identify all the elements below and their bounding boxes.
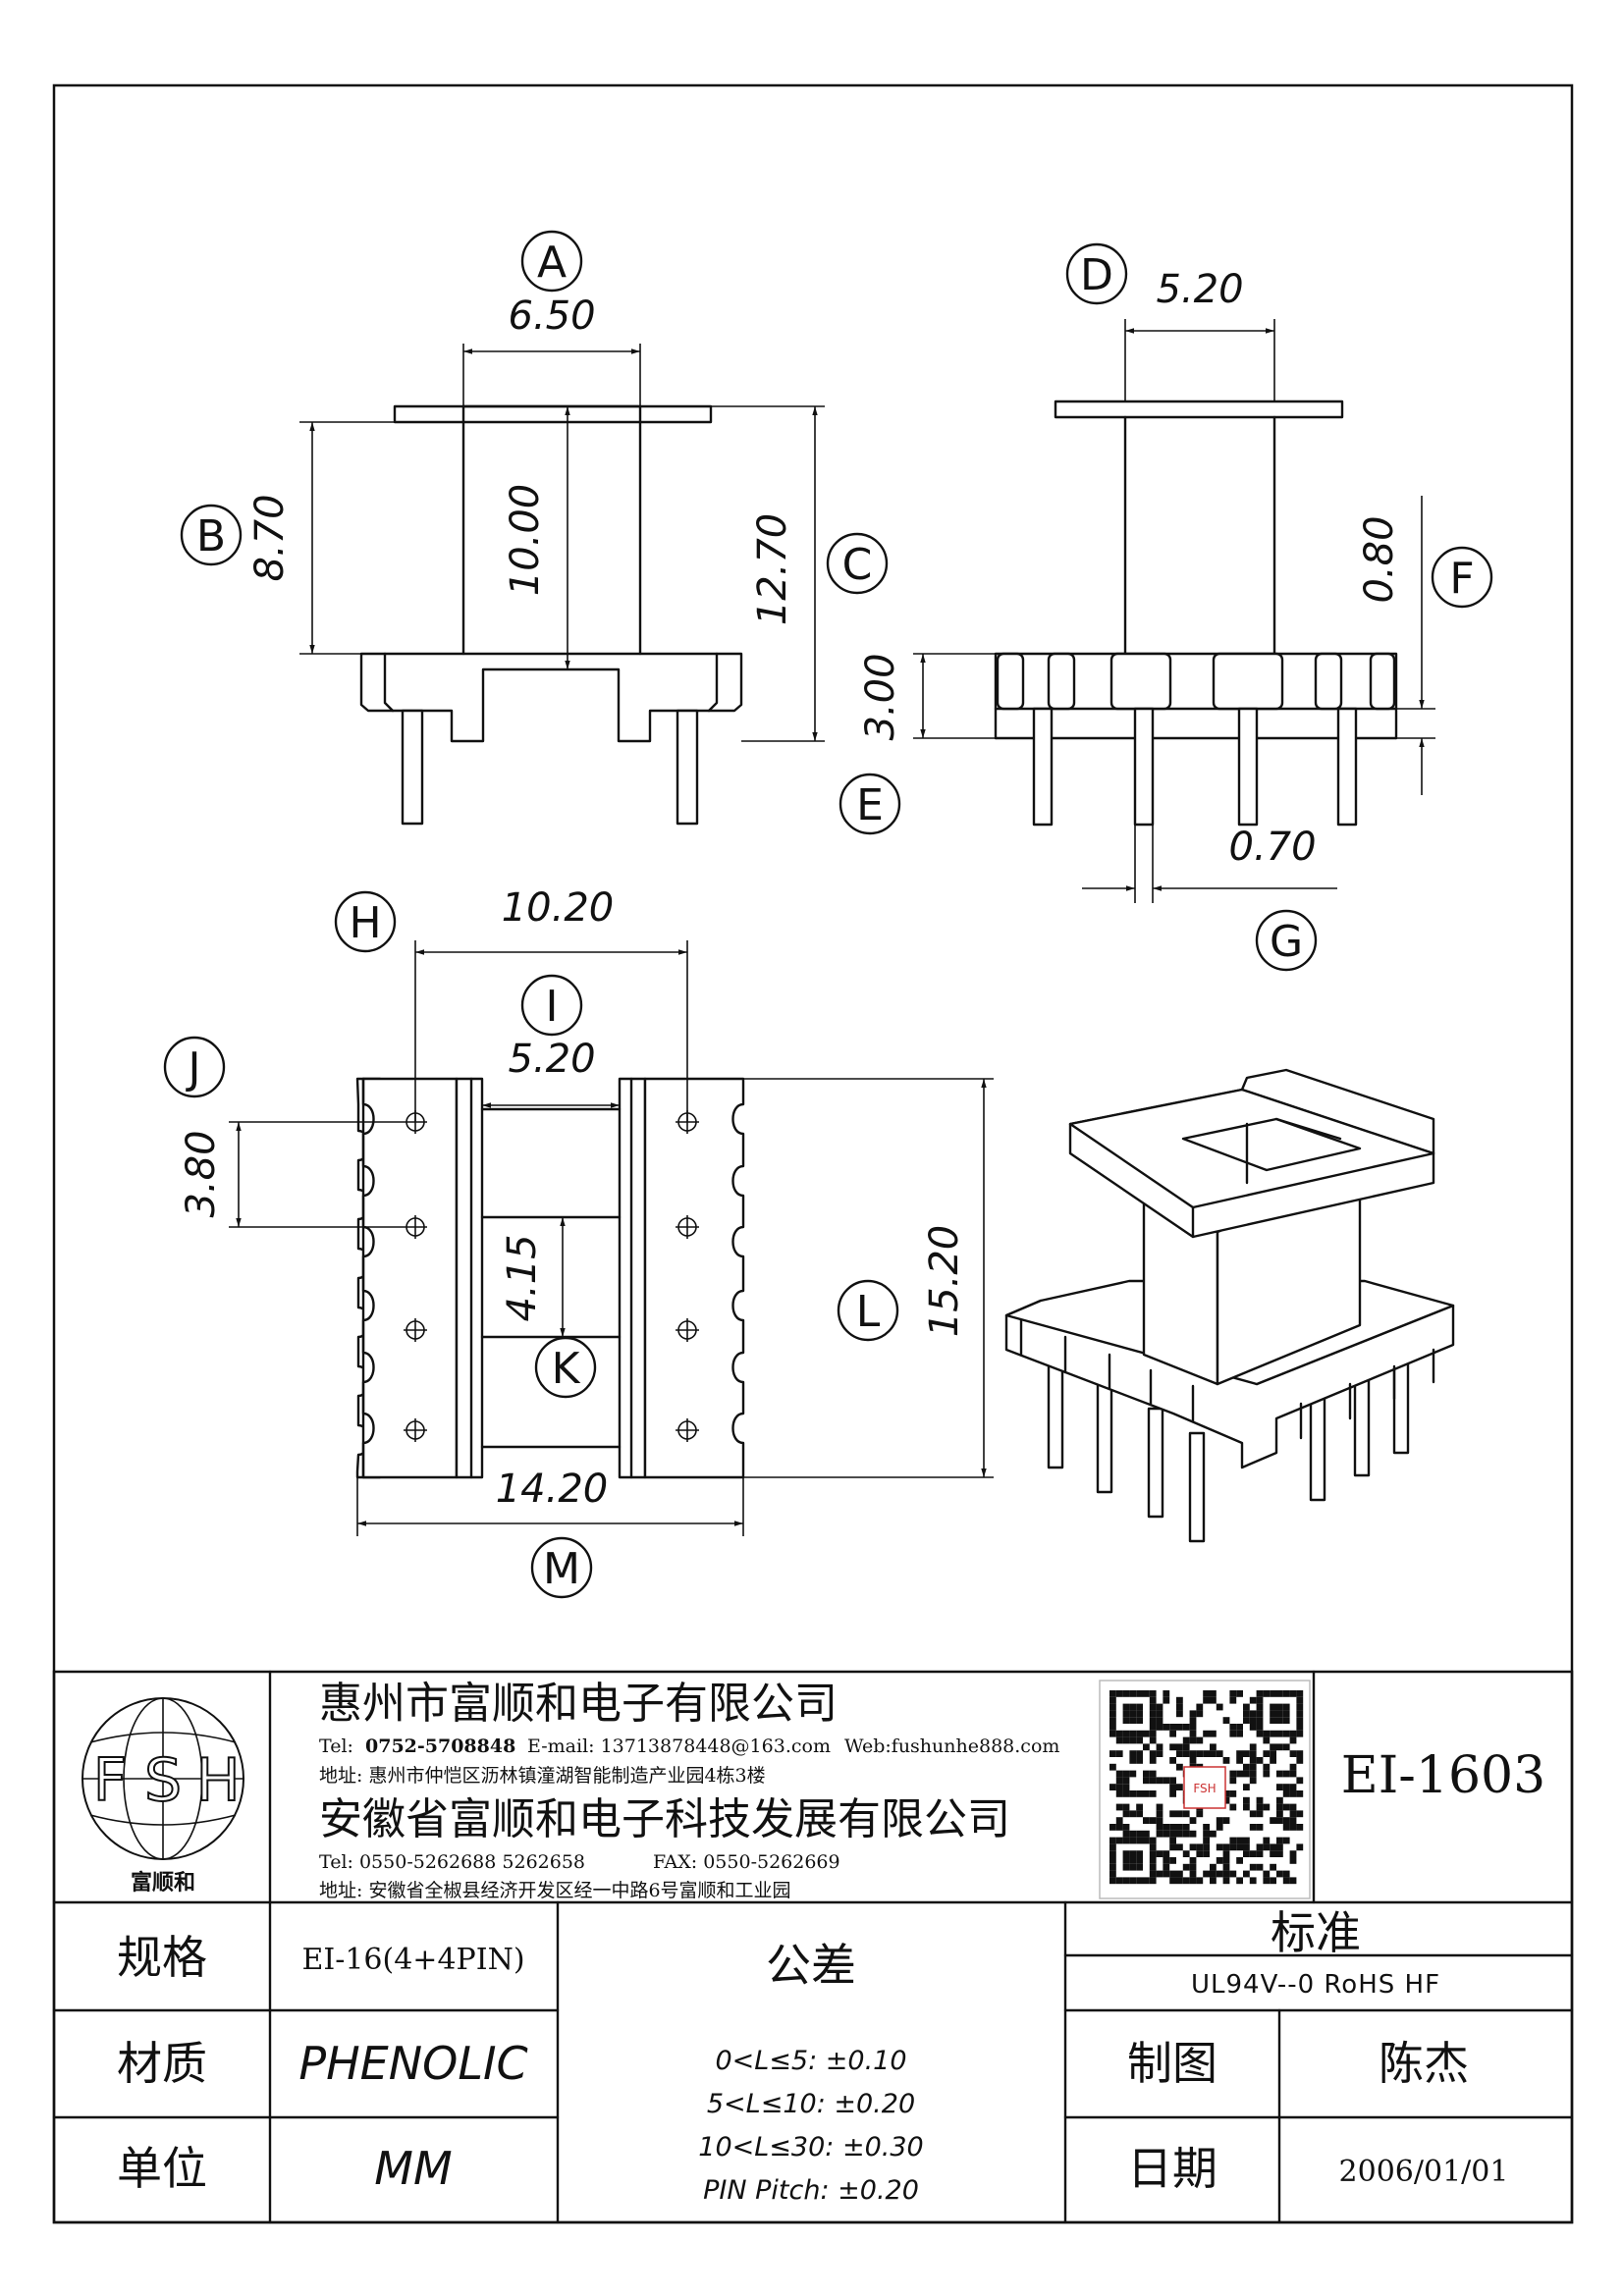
dim-c-value: 12.70: [750, 513, 795, 626]
company2-tel: Tel: 0550-5262688 5262658: [319, 1851, 585, 1873]
svg-text:H: H: [349, 898, 381, 948]
dim-f-value: 0.80: [1357, 515, 1402, 603]
dim-a-value: 6.50: [508, 294, 595, 339]
label-e: E: [839, 773, 901, 835]
logo-letter-s: S: [144, 1746, 182, 1815]
company2-name: 安徽省富顺和电子科技发展有限公司: [319, 1794, 1010, 1844]
company1-email: E-mail: 13713878448@163.com: [527, 1735, 831, 1757]
svg-text:J: J: [186, 1043, 201, 1094]
top-view: 10.20 5.20 3.80 4.15 15.20 14.20 H I J K…: [163, 885, 994, 1599]
logo-letter-h: H: [195, 1746, 240, 1815]
dim-d-value: 5.20: [1156, 267, 1243, 312]
isometric-view: [1004, 1068, 1455, 1543]
logo-caption: 富顺和: [131, 1870, 195, 1896]
company2-fax: FAX: 0550-5262669: [653, 1851, 840, 1873]
svg-text:A: A: [537, 238, 567, 288]
drawn-value: 陈杰: [1379, 2037, 1469, 2090]
material-value: PHENOLIC: [298, 2037, 527, 2090]
company1-address: 地址: 惠州市仲恺区沥林镇潼湖智能制造产业园4栋3楼: [319, 1765, 766, 1787]
unit-value: MM: [374, 2142, 452, 2195]
svg-text:M: M: [543, 1544, 580, 1594]
svg-text:G: G: [1270, 917, 1303, 967]
company1-web: Web:fushunhe888.com: [844, 1735, 1059, 1757]
spec-label: 规格: [117, 1931, 207, 1984]
drawn-label: 制图: [1127, 2037, 1217, 2090]
label-i: I: [520, 974, 583, 1037]
dim-b-value: 8.70: [247, 494, 293, 581]
svg-text:FSH: FSH: [1193, 1782, 1216, 1795]
logo-letter-f: F: [93, 1746, 128, 1815]
front-view: 6.50 8.70 10.00 12.70 A B C: [180, 230, 889, 826]
tolerance-line: 5<L≤10: ±0.20: [707, 2089, 915, 2119]
standard-value: UL94V--0 RoHS HF: [1191, 1970, 1440, 2000]
dim-i-value: 5.20: [508, 1037, 595, 1082]
label-l: L: [837, 1279, 899, 1342]
spec-value: EI-16(4+4PIN): [301, 1943, 524, 1977]
dim-l-value: 15.20: [922, 1225, 967, 1338]
svg-text:C: C: [842, 540, 873, 590]
company1-name: 惠州市富顺和电子有限公司: [319, 1679, 838, 1729]
label-j: J: [163, 1036, 226, 1098]
svg-text:E: E: [856, 780, 884, 830]
label-f: F: [1431, 546, 1493, 609]
svg-text:I: I: [546, 982, 559, 1032]
label-h: H: [334, 890, 397, 953]
label-b: B: [180, 504, 243, 566]
label-a: A: [520, 230, 583, 293]
company1-tel: 0752-5708848: [365, 1735, 515, 1757]
svg-text:B: B: [196, 511, 226, 561]
date-label: 日期: [1127, 2142, 1217, 2195]
dim-e-value: 3.00: [858, 653, 903, 740]
unit-label: 单位: [117, 2142, 207, 2195]
side-view: 5.20 0.80 3.00 0.70 D F E G: [839, 242, 1493, 972]
svg-text:D: D: [1080, 250, 1113, 300]
label-c: C: [826, 532, 889, 595]
dim-m-value: 14.20: [496, 1467, 609, 1512]
svg-text:K: K: [552, 1344, 581, 1394]
label-d: D: [1065, 242, 1128, 305]
label-k: K: [534, 1336, 597, 1399]
material-label: 材质: [117, 2037, 207, 2090]
label-g: G: [1255, 909, 1318, 972]
dim-j-value: 3.80: [179, 1130, 224, 1217]
label-m: M: [530, 1536, 593, 1599]
company-logo: F S H 富顺和: [81, 1697, 244, 1896]
tolerance-line: 10<L≤30: ±0.30: [698, 2132, 923, 2163]
company1-tel-label: Tel:: [319, 1735, 353, 1757]
tolerance-label: 公差: [766, 1939, 856, 1992]
dim-g-value: 0.70: [1228, 825, 1316, 870]
tolerance-line: PIN Pitch: ±0.20: [703, 2175, 919, 2206]
qr-code-icon: FSH: [1099, 1680, 1311, 1899]
title-block: F S H 富顺和 惠州市富顺和电子有限公司 Tel: 0752-5708848…: [52, 1670, 1574, 2224]
dim-k-value: 4.15: [500, 1234, 545, 1321]
svg-text:F: F: [1449, 554, 1474, 604]
svg-text:L: L: [856, 1287, 881, 1337]
dim-b2-value: 10.00: [503, 484, 548, 597]
standard-label: 标准: [1271, 1906, 1361, 1959]
date-value: 2006/01/01: [1339, 2155, 1509, 2189]
model-number: EI-1603: [1341, 1746, 1545, 1805]
tolerance-line: 0<L≤5: ±0.10: [715, 2046, 906, 2076]
company2-address: 地址: 安徽省全椒县经济开发区经一中路6号富顺和工业园: [319, 1880, 791, 1901]
dim-h-value: 10.20: [502, 885, 615, 931]
